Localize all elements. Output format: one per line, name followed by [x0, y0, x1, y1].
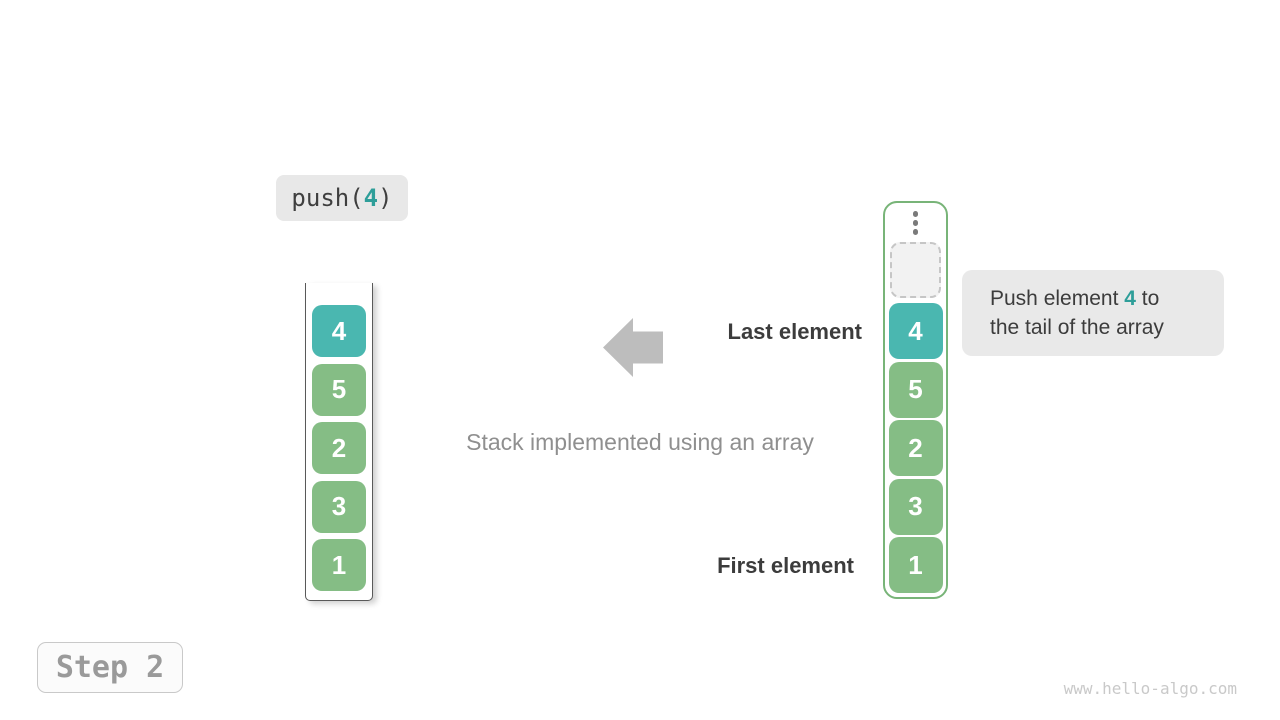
first-element-label: First element: [717, 553, 854, 578]
stack-cell: 3: [312, 480, 366, 533]
array-cell: 3: [888, 478, 943, 535]
stack-cell: 2: [312, 422, 366, 474]
push-operation-prefix: push(: [291, 184, 364, 212]
push-operation-value: 4: [363, 184, 379, 212]
array-stack-container: 4 5 2 3 1: [883, 201, 948, 599]
vertical-ellipsis-icon: [885, 211, 946, 235]
empty-array-slot: [890, 242, 941, 298]
stack-container-plain: 4 5 2 3 1: [305, 283, 373, 601]
tooltip-line1-prefix: Push element: [990, 287, 1125, 310]
push-operation-suffix: ): [378, 184, 393, 212]
array-cell: 1: [888, 537, 943, 593]
tooltip-line2: the tail of the array: [990, 316, 1164, 339]
stack-cell: 1: [312, 539, 366, 591]
last-element-label: Last element: [727, 319, 863, 344]
array-cell: 4: [888, 303, 943, 359]
stack-cell: 4: [312, 305, 366, 357]
diagram-caption: Stack implemented using an array: [466, 429, 814, 455]
tooltip-line1: Push element 4 to: [990, 284, 1224, 313]
array-cell: 2: [888, 420, 943, 476]
tooltip-line1-value: 4: [1124, 287, 1136, 310]
stack-cell: 5: [312, 363, 366, 416]
array-cell: 5: [888, 361, 943, 418]
watermark: www.hello-algo.com: [1063, 679, 1237, 698]
step-badge: Step 2: [37, 642, 183, 693]
explanation-tooltip: Push element 4 to the tail of the array: [962, 270, 1224, 356]
push-operation-label: push(4): [276, 175, 408, 221]
arrow-left-icon: [603, 318, 663, 377]
tooltip-line1-suffix: to: [1135, 287, 1160, 310]
